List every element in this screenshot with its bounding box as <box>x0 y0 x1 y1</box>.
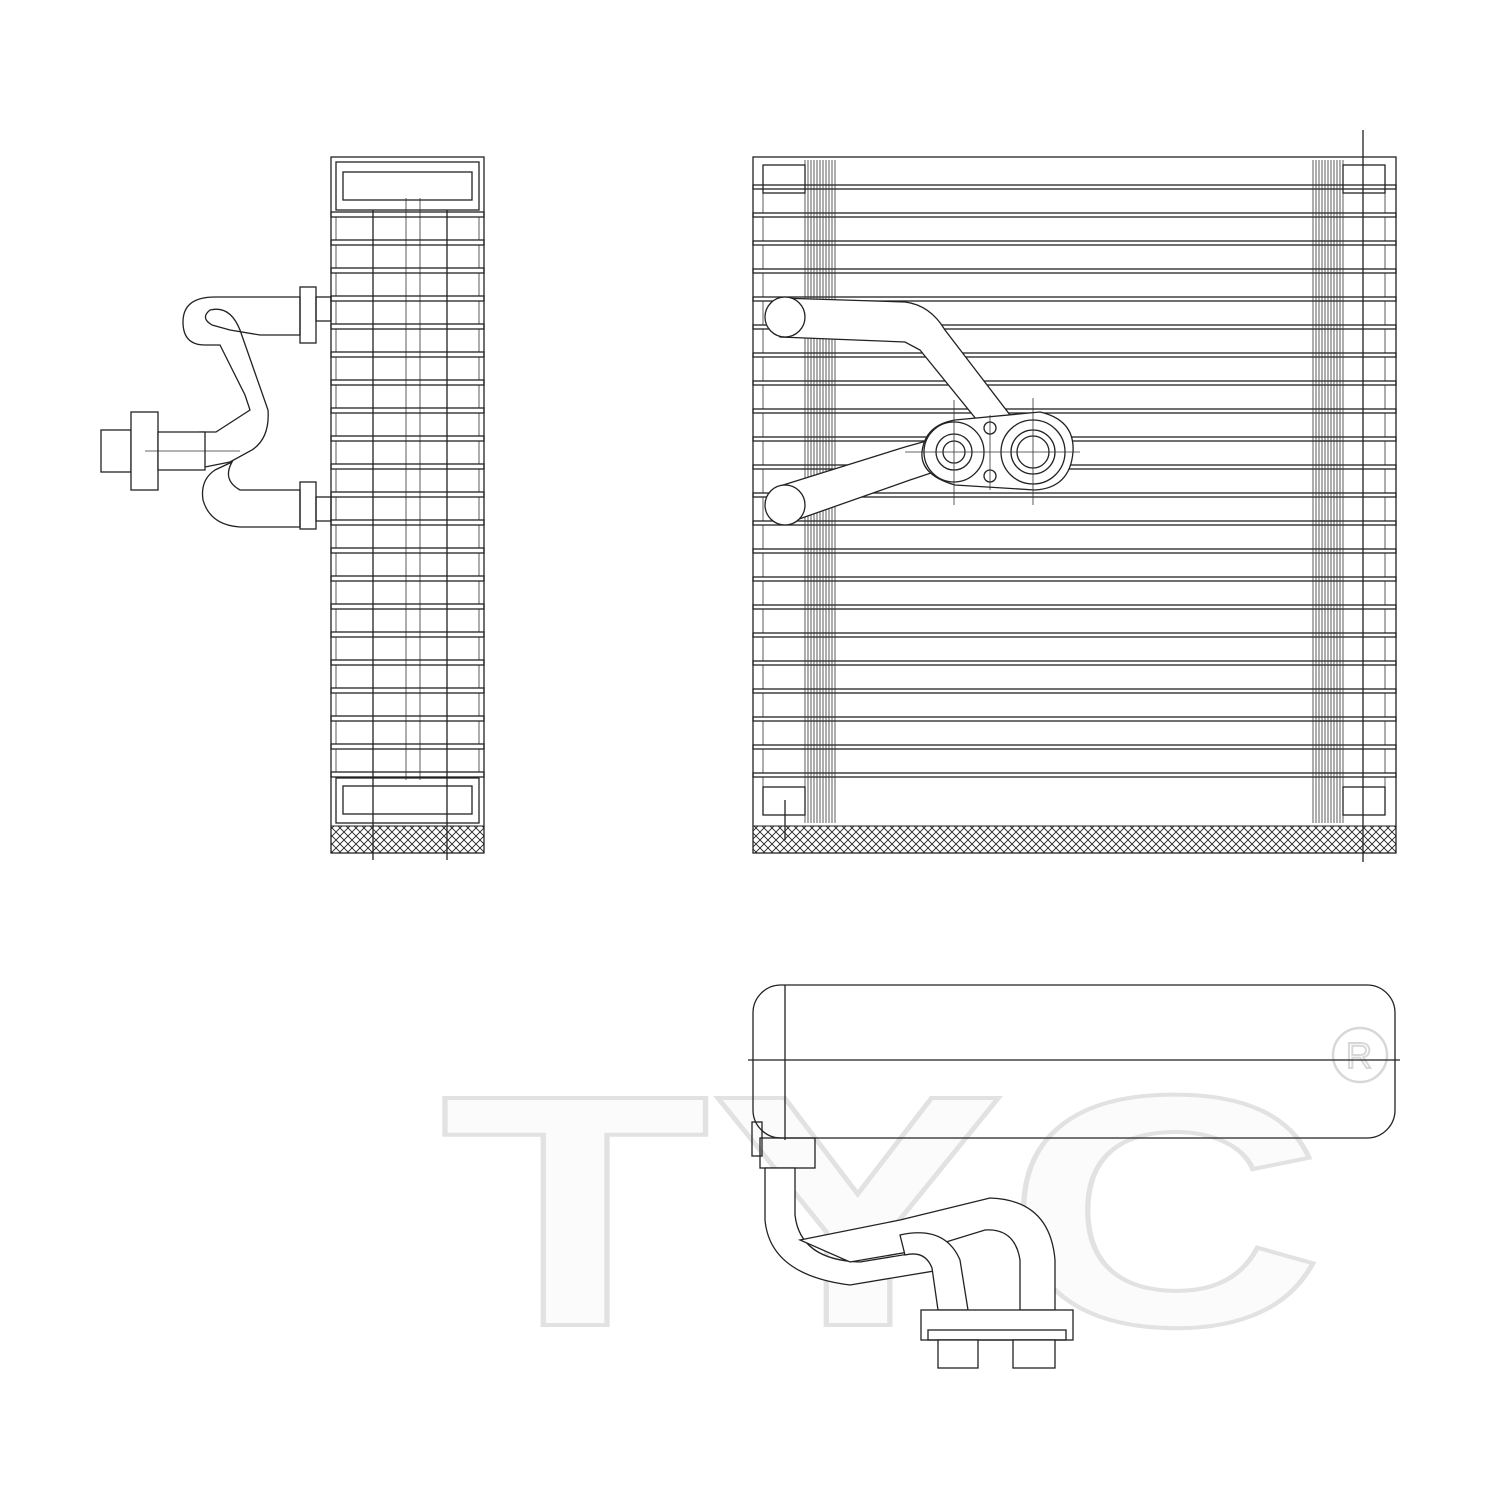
bottom-view <box>748 984 1400 1369</box>
side-upper-pipe <box>182 296 301 469</box>
side-fitting <box>100 429 132 473</box>
front-fin <box>752 296 1397 302</box>
bottom-core-outline <box>752 984 1396 1139</box>
front-fin <box>752 548 1397 554</box>
front-fin <box>752 436 1397 442</box>
front-fin <box>752 324 1397 330</box>
front-fin <box>752 492 1397 498</box>
front-fin <box>752 268 1397 274</box>
front-fin <box>752 352 1397 358</box>
bottom-pipe-b <box>797 1197 1056 1311</box>
side-fin <box>330 323 485 330</box>
side-fin <box>330 687 485 694</box>
side-fin <box>330 659 485 666</box>
front-fin <box>752 184 1397 190</box>
front-fin <box>752 212 1397 218</box>
front-fin <box>752 520 1397 526</box>
side-fin <box>330 519 485 526</box>
front-fin <box>752 716 1397 722</box>
front-hatched-base <box>752 825 1397 854</box>
side-fin <box>330 715 485 722</box>
front-fin <box>752 688 1397 694</box>
front-fin <box>752 744 1397 750</box>
side-fin <box>330 603 485 610</box>
side-fin <box>330 351 485 358</box>
side-fin <box>330 267 485 274</box>
bottom-port-right <box>1012 1339 1056 1369</box>
svg-text:TYC: TYC <box>440 1026 1325 1395</box>
bottom-port-left <box>937 1339 979 1369</box>
front-fin <box>752 604 1397 610</box>
side-fin <box>330 463 485 470</box>
side-fin <box>330 491 485 498</box>
front-fin <box>752 380 1397 386</box>
side-fin <box>330 211 485 218</box>
front-fin <box>752 632 1397 638</box>
bottom-flange <box>920 1309 1074 1341</box>
front-view <box>752 130 1397 862</box>
front-block-flange <box>921 411 1074 491</box>
side-hatched-base <box>330 825 485 854</box>
tyc-watermark-logo: TYC R <box>438 1024 1389 1397</box>
side-fin <box>330 631 485 638</box>
side-lower-pipe <box>201 460 301 528</box>
side-fin <box>330 435 485 442</box>
front-fin <box>752 660 1397 666</box>
front-fin <box>752 576 1397 582</box>
front-fin <box>752 772 1397 778</box>
side-fin <box>330 379 485 386</box>
side-fin <box>330 547 485 554</box>
side-fin <box>330 575 485 582</box>
side-fin <box>330 239 485 246</box>
front-suction-pipe <box>770 297 1011 431</box>
side-view <box>100 156 485 860</box>
front-fin <box>752 408 1397 414</box>
front-fin <box>752 240 1397 246</box>
side-fin <box>330 295 485 302</box>
front-fin <box>752 464 1397 470</box>
side-fin <box>330 771 485 778</box>
side-fin <box>330 743 485 750</box>
side-fin <box>330 407 485 414</box>
svg-text:R: R <box>1346 1035 1372 1076</box>
